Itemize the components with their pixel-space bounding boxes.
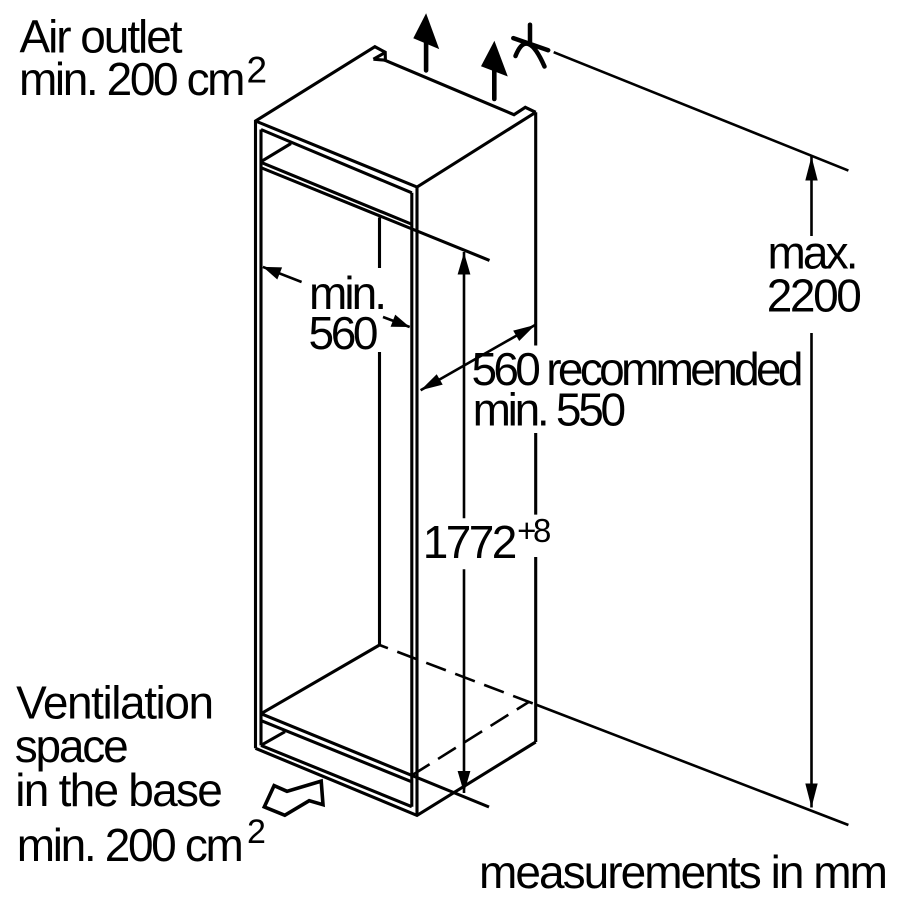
- svg-text:min. 550: min. 550: [473, 384, 626, 436]
- svg-text:2200: 2200: [767, 269, 862, 321]
- svg-text:2: 2: [247, 49, 268, 90]
- svg-text:1772: 1772: [423, 516, 518, 568]
- svg-text:min.: min.: [309, 267, 387, 319]
- svg-text:min. 200 cm: min. 200 cm: [19, 53, 246, 105]
- svg-text:min. 200 cm: min. 200 cm: [17, 819, 244, 871]
- svg-text:max.: max.: [768, 227, 859, 279]
- svg-text:measurements in mm: measurements in mm: [479, 846, 888, 898]
- svg-text:560 recommended: 560 recommended: [472, 343, 804, 395]
- svg-text:2: 2: [247, 813, 266, 851]
- svg-text:space: space: [15, 720, 129, 772]
- svg-text:560: 560: [309, 307, 379, 359]
- svg-text:Air outlet: Air outlet: [20, 11, 183, 63]
- svg-text:Ventilation: Ventilation: [16, 677, 214, 729]
- svg-text:in the base: in the base: [15, 764, 223, 816]
- svg-text:+8: +8: [517, 512, 551, 549]
